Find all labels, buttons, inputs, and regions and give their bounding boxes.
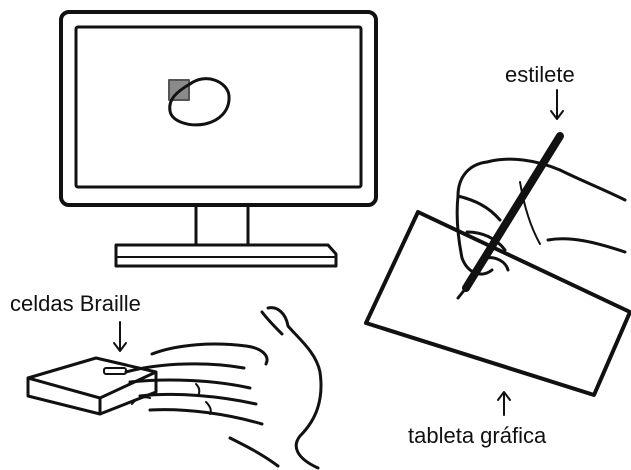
monitor-icon [59,10,378,268]
screen-drawing [168,77,231,127]
graphics-tablet [364,210,631,397]
hand-reading-braille [124,306,323,470]
braille-arrow [113,321,127,352]
graphics-tablet-label: tableta gráfica [408,423,547,448]
stylus-icon [456,132,564,300]
stylus-arrow [550,89,564,120]
braille-cells-label: celdas Braille [10,291,141,316]
braille-device-icon [26,356,158,416]
tablet-arrow [497,391,511,416]
stylus-label: estilete [505,62,575,87]
